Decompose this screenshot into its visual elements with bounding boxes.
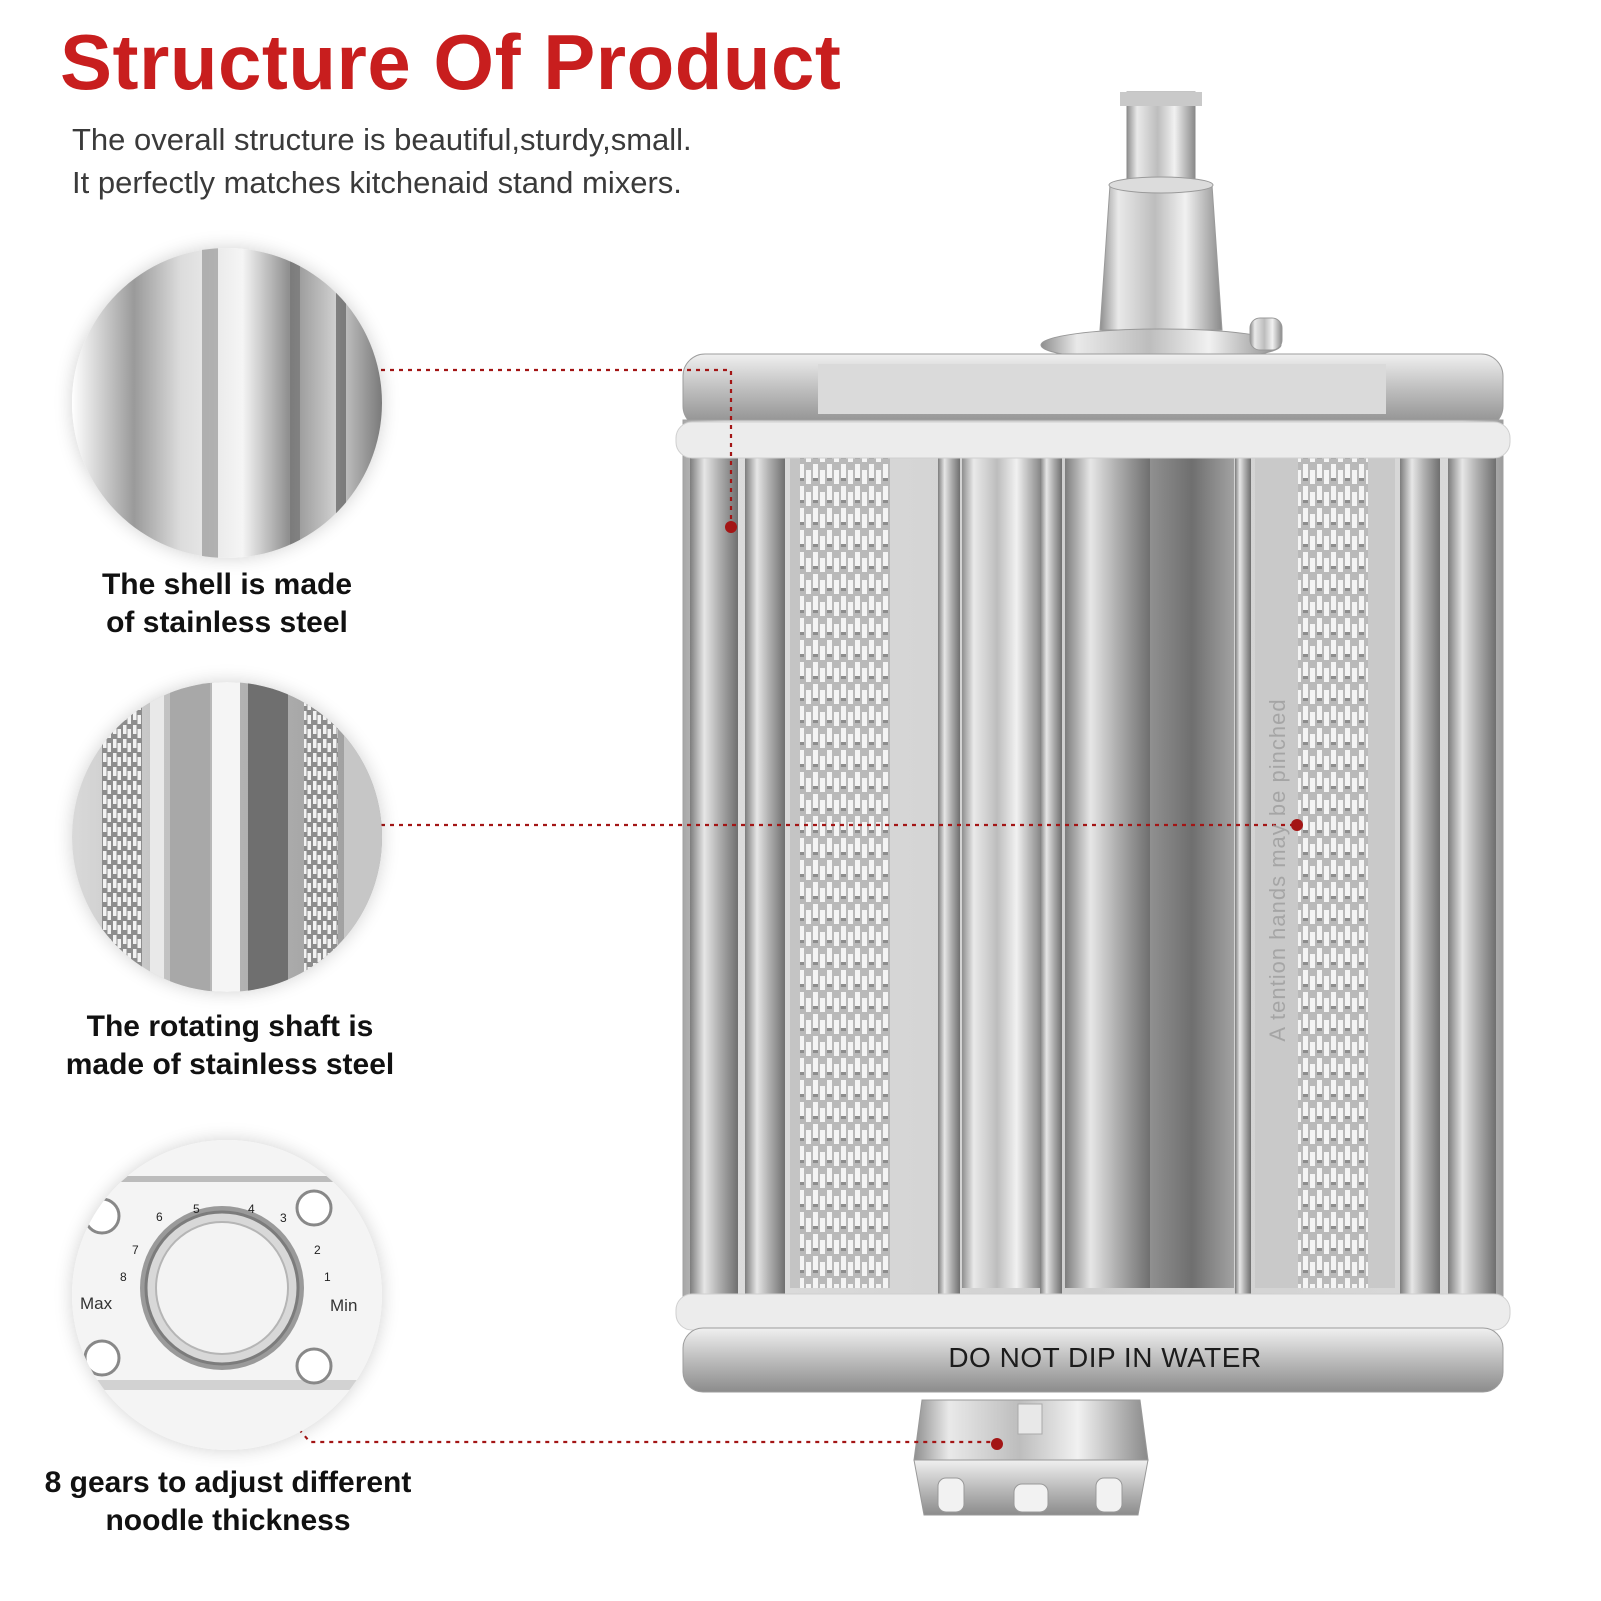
- shell-closeup: [72, 248, 382, 558]
- dial-min-label: Min: [330, 1296, 358, 1315]
- shell-caption-line-1: The shell is made: [101, 568, 353, 601]
- page-title: Structure Of Product: [60, 18, 842, 106]
- dial-number-1: 1: [324, 1270, 331, 1284]
- do-not-dip-warning: DO NOT DIP IN WATER: [948, 1342, 1262, 1373]
- dial-number-2: 2: [314, 1243, 321, 1257]
- shaft-marker-dot: [1291, 819, 1303, 831]
- dial-number-5: 5: [193, 1202, 200, 1216]
- shell-caption-line-2: of stainless steel: [106, 606, 348, 639]
- dial-number-4: 4: [248, 1202, 255, 1216]
- dial-number-3: 3: [280, 1211, 287, 1225]
- shaft-caption: The rotating shaft is made of stainless …: [40, 1008, 420, 1084]
- roller-engraving-text: A tention hands may be pinched: [1265, 698, 1290, 1042]
- gears-caption-line-2: noodle thickness: [105, 1504, 351, 1537]
- shaft-detail-circle: [72, 682, 382, 992]
- subtitle-line-1: The overall structure is beautiful,sturd…: [72, 122, 692, 157]
- dial-number-7: 7: [132, 1243, 139, 1257]
- gear-dial-closeup: [72, 1140, 382, 1450]
- dial-max-label: Max: [80, 1294, 113, 1313]
- shaft-closeup: [72, 682, 382, 992]
- shell-detail-circle: [72, 248, 382, 558]
- subtitle-line-2: It perfectly matches kitchenaid stand mi…: [72, 165, 682, 200]
- shaft-caption-line-1: The rotating shaft is: [86, 1010, 374, 1043]
- gears-caption-line-1: 8 gears to adjust different: [44, 1466, 412, 1499]
- dial-number-6: 6: [156, 1210, 163, 1224]
- shell-marker-dot: [725, 521, 737, 533]
- shaft-caption-line-2: made of stainless steel: [65, 1048, 395, 1081]
- page-subtitle: The overall structure is beautiful,sturd…: [72, 118, 692, 204]
- dial-number-8: 8: [120, 1270, 127, 1284]
- gears-caption: 8 gears to adjust different noodle thick…: [18, 1464, 438, 1540]
- gear-marker-dot: [991, 1438, 1003, 1450]
- gear-dial-detail-circle: 5 4 6 3 7 2 8 1 Max Min: [72, 1140, 382, 1450]
- shell-caption: The shell is made of stainless steel: [72, 566, 382, 642]
